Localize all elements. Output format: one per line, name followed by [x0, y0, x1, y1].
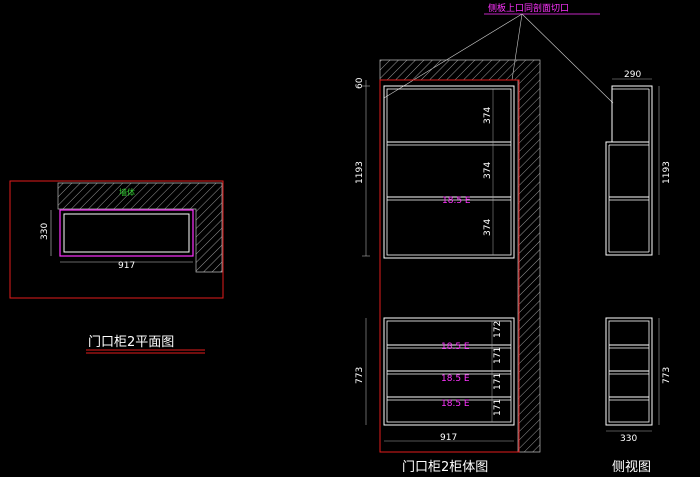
- plan-view: 墙体 330 917 门口柜2平面图: [9, 180, 224, 354]
- plan-wall-hatch: [57, 182, 223, 273]
- elevation-view: 18.5 E 374 374 374 60 1193 18.5 E 18.5 E…: [355, 59, 541, 475]
- upper-cabinet-outer: [383, 85, 515, 259]
- top-annotation: 侧板上口同剖面切口: [383, 2, 614, 104]
- lower-row-dim-3: 171: [493, 373, 503, 390]
- lower-row-dim-2: 171: [493, 347, 503, 364]
- plan-cabinet-outline: [59, 209, 194, 257]
- leader-line-1: [383, 13, 523, 99]
- lower-row-dim-4: 171: [493, 399, 503, 416]
- side-upper-outline: [605, 85, 653, 256]
- side-bottom-width-dim: 330: [620, 434, 637, 444]
- side-title: 侧视图: [612, 460, 651, 475]
- lower-label-1: 18.5 E: [441, 342, 470, 352]
- side-lower-outer: [605, 317, 653, 426]
- top-gap-dim: 60: [355, 77, 365, 89]
- elevation-title: 门口柜2柜体图: [402, 460, 488, 475]
- side-lower-height-dim: 773: [662, 367, 672, 384]
- elevation-width-dim: 917: [440, 433, 457, 443]
- upper-cabinet-inner: [386, 88, 512, 256]
- plan-title: 门口柜2平面图: [88, 335, 174, 350]
- upper-shelf-dim-3: 374: [483, 219, 493, 236]
- side-upper-height-dim: 1193: [662, 161, 672, 184]
- plan-depth-dim: 330: [40, 223, 50, 240]
- lower-height-dim: 773: [355, 367, 365, 384]
- elevation-wall-hatch: [379, 59, 541, 453]
- elevation-boundary: [379, 79, 520, 453]
- lower-label-2: 18.5 E: [441, 374, 470, 384]
- lower-row-dim-1: 172: [493, 321, 503, 338]
- upper-height-dim: 1193: [355, 161, 365, 184]
- plan-width-dim: 917: [118, 261, 135, 271]
- upper-shelf-dim-2: 374: [483, 162, 493, 179]
- lower-label-3: 18.5 E: [441, 399, 470, 409]
- lower-cabinet-outer: [383, 317, 515, 426]
- upper-shelf-dim-1: 374: [483, 107, 493, 124]
- top-note-text: 侧板上口同剖面切口: [488, 2, 569, 14]
- upper-mid-label: 18.5 E: [442, 196, 471, 206]
- leader-line-3: [521, 13, 614, 104]
- plan-boundary: [9, 180, 224, 299]
- side-view: 290 1193 773 330 侧视图: [605, 70, 672, 475]
- side-top-width-dim: 290: [624, 70, 641, 80]
- plan-green-label: 墙体: [119, 187, 135, 197]
- plan-cabinet-inner: [63, 213, 190, 253]
